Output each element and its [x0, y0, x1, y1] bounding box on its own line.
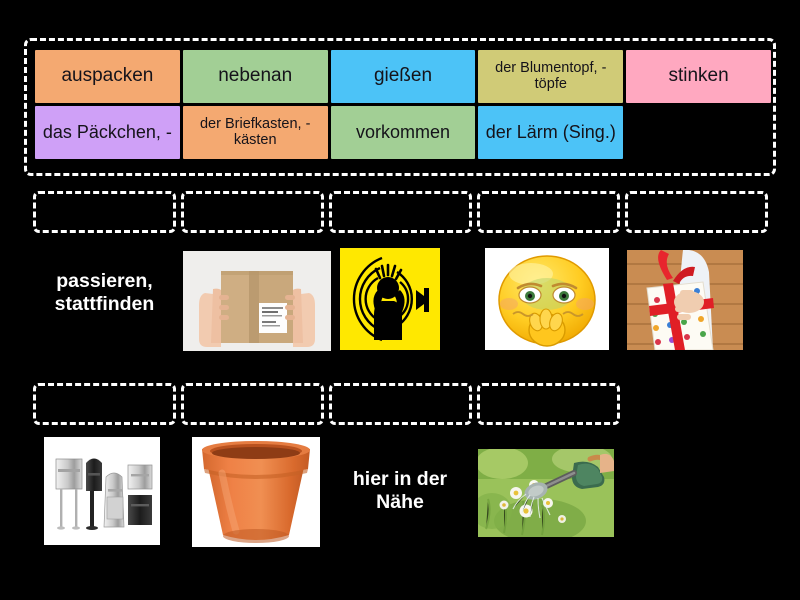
dropzone-4[interactable]	[477, 191, 620, 233]
prompt-image-watering-can-garden	[478, 449, 614, 537]
dropzone-2[interactable]	[181, 191, 324, 233]
word-tile-laerm[interactable]: der Lärm (Sing.)	[478, 106, 624, 159]
prompt-image-gift-with-red-ribbon	[627, 250, 743, 350]
word-bank-grid: auspacken nebenan gießen der Blumentopf,…	[35, 50, 771, 159]
dropzone-8[interactable]	[329, 383, 472, 425]
word-tile-giessen[interactable]: gießen	[330, 50, 476, 103]
dropzone-6[interactable]	[33, 383, 176, 425]
word-tile-vorkommen[interactable]: vorkommen	[330, 106, 476, 159]
word-tile-paeckchen[interactable]: das Päckchen, -	[35, 106, 180, 159]
prompt-image-mailboxes	[44, 437, 160, 545]
word-tile-empty-slot	[626, 106, 771, 159]
prompt-image-package-box	[183, 251, 331, 351]
word-bank-row-2: das Päckchen, - der Briefkasten, -kästen…	[35, 106, 771, 159]
word-tile-nebenan[interactable]: nebenan	[182, 50, 328, 103]
dropzone-7[interactable]	[181, 383, 324, 425]
word-bank: auspacken nebenan gießen der Blumentopf,…	[24, 38, 776, 176]
prompt-text-hier-in-der-naehe: hier in der Nähe	[352, 468, 448, 513]
prompt-image-nauseated-face-emoji	[485, 248, 609, 350]
dropzone-1[interactable]	[33, 191, 176, 233]
prompt-text-passieren-stattfinden: passieren, stattfinden	[54, 270, 155, 315]
dropzone-9[interactable]	[477, 383, 620, 425]
word-tile-auspacken[interactable]: auspacken	[35, 50, 180, 103]
word-bank-row-1: auspacken nebenan gießen der Blumentopf,…	[35, 50, 771, 103]
dropzone-5[interactable]	[625, 191, 768, 233]
word-tile-blumentopf[interactable]: der Blumentopf, -töpfe	[478, 50, 624, 103]
prompt-image-noise-warning-sign	[340, 248, 440, 350]
word-tile-stinken[interactable]: stinken	[626, 50, 771, 103]
prompt-image-terracotta-flower-pot	[192, 437, 320, 547]
dropzone-3[interactable]	[329, 191, 472, 233]
word-tile-briefkasten[interactable]: der Briefkasten, -kästen	[182, 106, 328, 159]
